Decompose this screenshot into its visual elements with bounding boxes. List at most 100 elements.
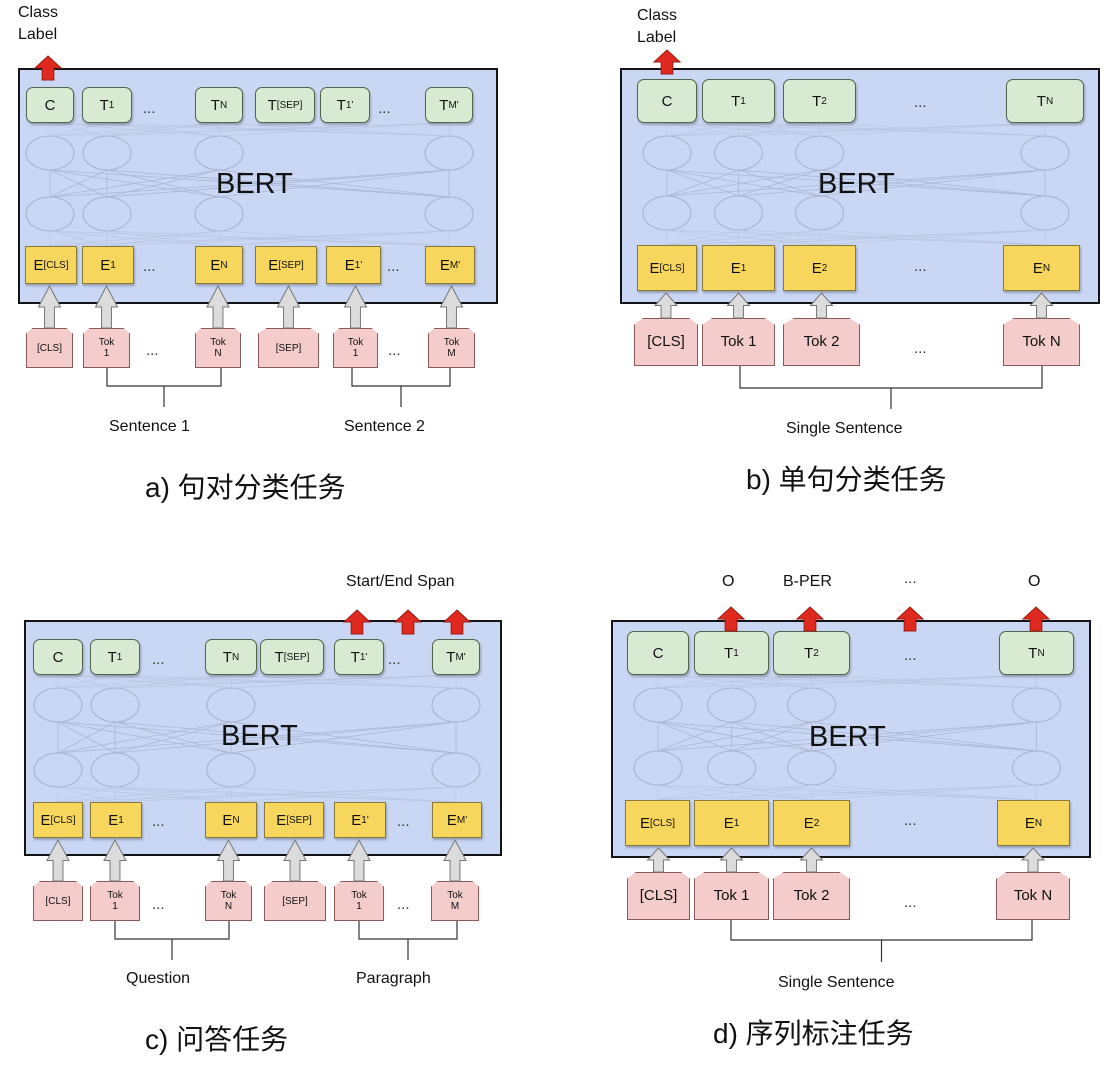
ellipsis: ... [904, 812, 917, 829]
class-output-box: C [26, 87, 74, 123]
input-token-box: Tok 1 [694, 872, 769, 920]
group-bracket [730, 920, 1033, 941]
ellipsis: ... [914, 258, 927, 275]
input-token-box: [SEP] [258, 328, 319, 368]
tag-label-text: B-PER [783, 573, 832, 590]
embedding-box: E[SEP] [255, 246, 317, 284]
input-token-box: [CLS] [627, 872, 690, 920]
bert-label: BERT [818, 168, 895, 200]
ellipsis: ... [388, 342, 401, 359]
embedding-box: E[CLS] [25, 246, 77, 284]
segment-label: Single Sentence [786, 420, 903, 437]
bert-label: BERT [221, 720, 298, 752]
token-output-box: T[SEP] [260, 639, 324, 675]
ellipsis: ... [904, 894, 917, 911]
input-token-box: [CLS] [33, 881, 83, 921]
ellipsis: ... [904, 570, 917, 587]
segment-label: Sentence 2 [344, 418, 425, 435]
segment-label: Paragraph [356, 970, 431, 987]
ellipsis: ... [143, 100, 156, 117]
ellipsis: ... [397, 813, 410, 830]
tag-label-text: O [722, 573, 735, 590]
ellipsis: ... [378, 100, 391, 117]
embedding-box: E[SEP] [264, 802, 324, 838]
ellipsis: ... [152, 651, 165, 668]
class-output-box: C [33, 639, 83, 675]
task-caption: c) 问答任务 [145, 1024, 289, 1055]
group-bracket [114, 921, 230, 940]
token-output-box: T[SEP] [255, 87, 315, 123]
span-label-text: Start/End Span [346, 573, 455, 590]
ellipsis: ... [914, 340, 927, 357]
input-token-box: Tok N [996, 872, 1070, 920]
embedding-box: E[CLS] [625, 800, 690, 846]
ellipsis: ... [904, 647, 917, 664]
segment-label: Question [126, 970, 191, 987]
task-caption: a) 句对分类任务 [145, 472, 346, 503]
input-token-box: [CLS] [634, 318, 698, 366]
input-token-box: Tok 2 [773, 872, 850, 920]
ellipsis: ... [152, 896, 165, 913]
input-token-box: [CLS] [26, 328, 73, 368]
task-caption: d) 序列标注任务 [713, 1018, 914, 1049]
segment-label: Sentence 1 [109, 418, 190, 435]
class-output-box: C [627, 631, 689, 675]
ellipsis: ... [387, 258, 400, 275]
input-token-box: Tok 2 [783, 318, 860, 366]
ellipsis: ... [152, 813, 165, 830]
group-bracket [739, 366, 1043, 389]
task-caption: b) 单句分类任务 [746, 464, 947, 495]
ellipsis: ... [143, 258, 156, 275]
group-bracket [358, 921, 458, 940]
embedding-box: E[CLS] [637, 245, 697, 291]
segment-label: Single Sentence [778, 974, 895, 991]
input-token-box: Tok 1 [702, 318, 775, 366]
ellipsis: ... [146, 342, 159, 359]
ellipsis: ... [388, 651, 401, 668]
ellipsis: ... [397, 896, 410, 913]
group-bracket [106, 368, 222, 387]
ellipsis: ... [914, 94, 927, 111]
input-token-box: Tok N [1003, 318, 1080, 366]
group-bracket [351, 368, 451, 387]
bert-label: BERT [809, 721, 886, 753]
bert-label: BERT [216, 168, 293, 200]
tag-label-text: O [1028, 573, 1041, 590]
input-token-box: [SEP] [264, 881, 326, 921]
class-output-box: C [637, 79, 697, 123]
